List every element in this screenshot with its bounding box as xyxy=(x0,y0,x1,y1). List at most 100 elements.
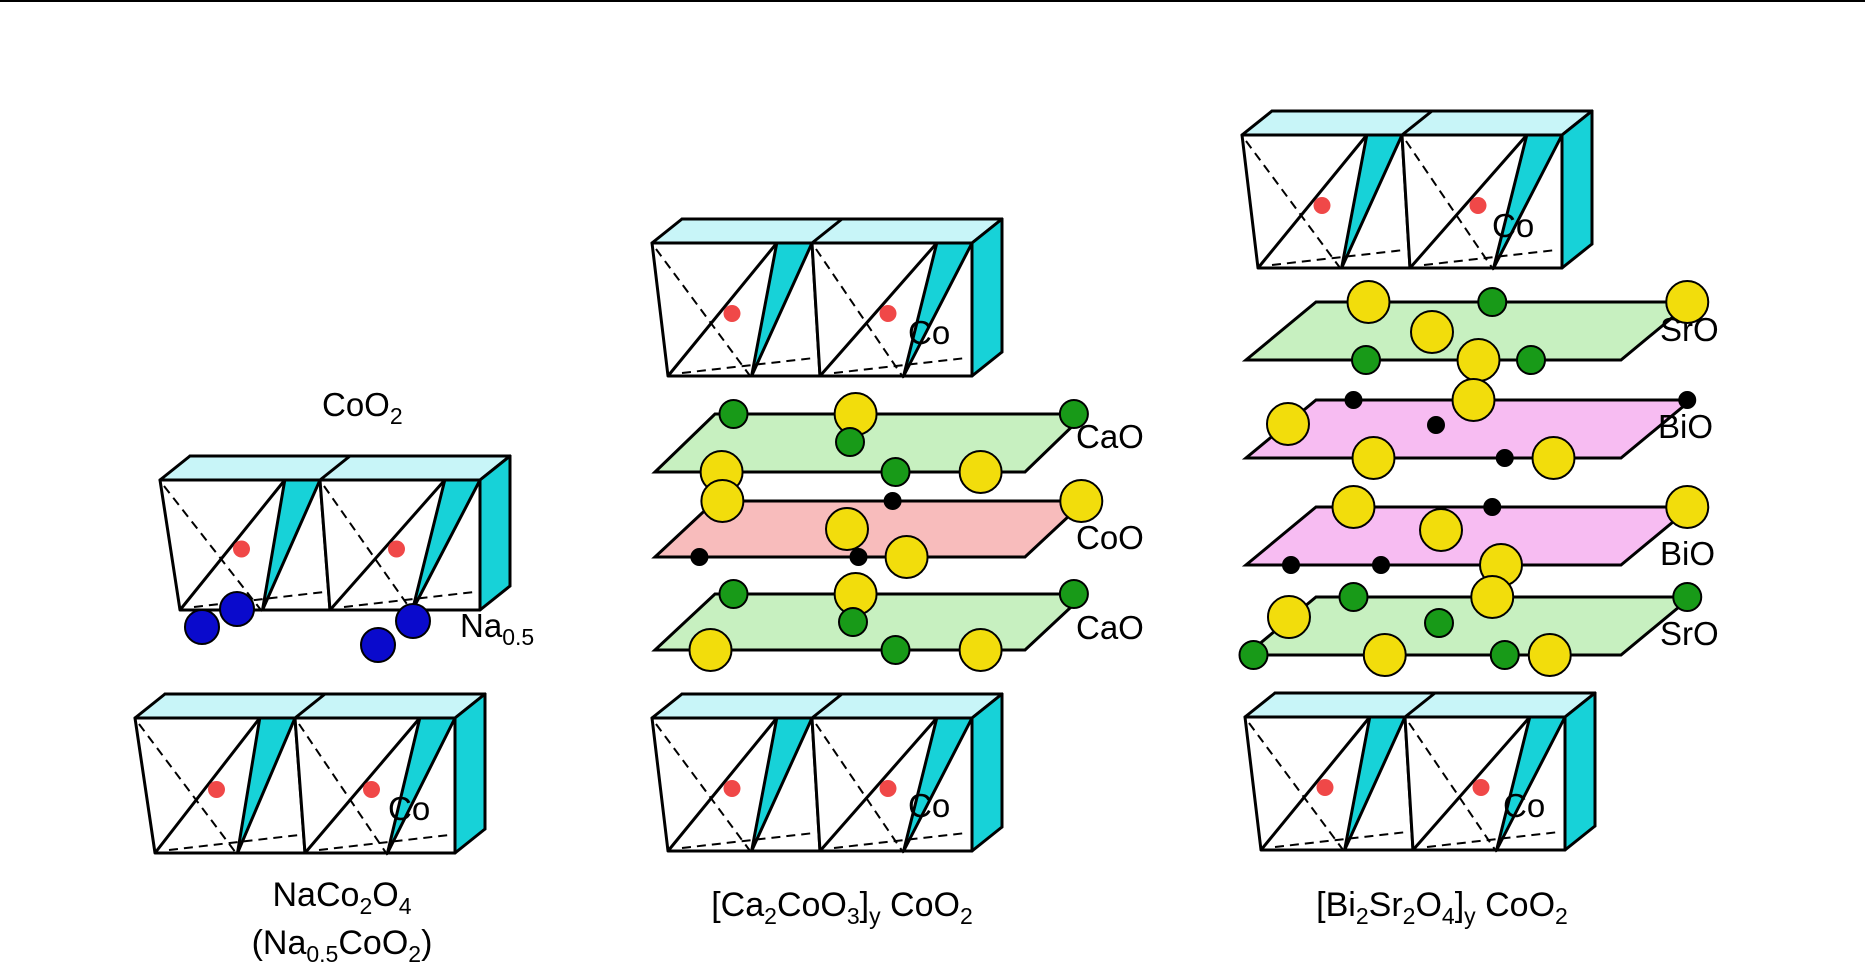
oxygen-atom xyxy=(825,507,869,551)
na-atom xyxy=(395,603,431,639)
octahedron-facet-1 xyxy=(1343,715,1407,852)
caption-s2: [Ca2CoO3]y CoO2 xyxy=(711,886,973,929)
octahedron-hidden-edge xyxy=(163,485,264,613)
octahedron-hidden-edge xyxy=(681,832,815,849)
bi-atom xyxy=(1678,391,1697,409)
layer-label-s2-2: CoO xyxy=(1076,519,1144,556)
co-atom xyxy=(208,781,225,798)
coo2-block-s3-bottom xyxy=(1243,691,1597,853)
layer-plane xyxy=(1241,595,1696,657)
oxygen-atom xyxy=(1451,378,1496,422)
oxygen-atom xyxy=(1470,575,1515,619)
octahedron-hidden-edge xyxy=(343,591,475,608)
na-label: Na0.5 xyxy=(460,607,534,650)
cation-atom xyxy=(1058,579,1089,609)
block-side-face xyxy=(1563,691,1597,852)
caption-s1-line1: NaCo2O4 xyxy=(273,876,412,919)
cation-atom xyxy=(880,457,911,487)
octahedron-edge-1 xyxy=(1256,134,1368,269)
octahedron-facet-1 xyxy=(1340,133,1404,270)
octahedron-hidden-edge xyxy=(815,248,905,379)
octahedron-hidden-edge xyxy=(193,591,325,608)
cation-atom xyxy=(1489,640,1520,670)
layer-label-s3-1: SrO xyxy=(1660,311,1719,348)
oxygen-atom xyxy=(958,628,1003,672)
oxygen-atom xyxy=(1346,280,1391,324)
bi-atom xyxy=(883,492,902,510)
layer-sro-2 xyxy=(1238,575,1703,677)
octahedron-edge-1 xyxy=(1259,716,1371,851)
octahedron-facet-1 xyxy=(750,716,814,853)
coo2-block-s3-top xyxy=(1240,109,1594,271)
cation-atom xyxy=(718,399,749,429)
bi-atom xyxy=(1282,556,1300,574)
octahedron-hidden-edge xyxy=(1426,831,1560,848)
octahedron-edge-1 xyxy=(178,479,286,611)
octahedron-hidden-edge xyxy=(655,723,753,854)
co-atom xyxy=(879,305,897,322)
oxygen-atom xyxy=(1665,280,1710,324)
octahedron-hidden-edge xyxy=(1274,831,1408,848)
block-top-edge xyxy=(319,454,351,482)
block-top-edge xyxy=(811,217,843,245)
coo2-block-s2-bottom xyxy=(650,692,1004,854)
oxygen-atom xyxy=(1362,633,1407,677)
oxygen-atom xyxy=(1531,436,1576,480)
octahedron-edge-1 xyxy=(666,717,778,852)
octahedron-edge-2 xyxy=(818,242,938,377)
co-label-s3-top: Co xyxy=(1492,207,1534,244)
co-atom xyxy=(363,781,380,798)
cation-atom xyxy=(1477,287,1508,317)
oxygen-atom xyxy=(1267,595,1311,639)
na-atom xyxy=(219,591,255,627)
coo2-block-s1-top xyxy=(158,454,512,613)
octahedron-hidden-edge xyxy=(1408,722,1498,853)
coo2-block-s1-bottom xyxy=(133,692,487,856)
co-atom xyxy=(1472,779,1490,796)
octahedron-hidden-edge xyxy=(833,357,967,374)
oxygen-atom xyxy=(1266,402,1310,446)
octahedron-facet-1 xyxy=(236,716,297,855)
octahedron-hidden-edge xyxy=(1405,140,1495,271)
octahedron-edge-2 xyxy=(303,717,421,854)
oxygen-atom xyxy=(1410,310,1454,354)
bi-atom xyxy=(1344,391,1363,409)
octahedron-hidden-edge xyxy=(1423,249,1557,266)
octahedron-facet-2 xyxy=(902,716,974,853)
octahedron-edge-1 xyxy=(153,717,261,854)
co-atom xyxy=(233,540,250,558)
layer-cao-2 xyxy=(651,572,1089,672)
layer-label-s3-2: BiO xyxy=(1658,408,1713,445)
bi-atom xyxy=(1495,449,1514,467)
coo2-label: CoO2 xyxy=(322,386,403,429)
octahedron-facet-2 xyxy=(1492,133,1564,270)
octahedron-facet-1 xyxy=(261,478,322,612)
oxygen-atom xyxy=(884,535,929,579)
octahedron-hidden-edge xyxy=(138,723,239,856)
octahedron-hidden-edge xyxy=(298,723,389,856)
oxygen-atom xyxy=(1059,479,1104,523)
bi-atom xyxy=(690,548,709,566)
oxygen-atom xyxy=(1351,436,1396,480)
layer-sro-1 xyxy=(1241,280,1710,382)
cation-atom xyxy=(880,635,911,665)
bi-atom xyxy=(849,548,868,566)
octahedron-hidden-edge xyxy=(323,485,414,613)
na-atom xyxy=(184,609,220,645)
oxygen-atom xyxy=(1527,633,1572,677)
oxygen-atom xyxy=(1331,485,1376,529)
co-atom xyxy=(1316,779,1334,796)
block-side-face xyxy=(453,692,487,855)
cation-atom xyxy=(1516,345,1546,375)
co-atom xyxy=(879,780,897,797)
cation-atom xyxy=(1424,608,1454,638)
layer-bio-2 xyxy=(1241,485,1710,587)
oxygen-atom xyxy=(700,479,745,523)
co-label-s2-bottom: Co xyxy=(908,787,950,824)
layer-plane xyxy=(1241,505,1696,567)
co-label-s2-top: Co xyxy=(908,314,950,351)
cation-atom xyxy=(718,579,749,609)
layer-cao-1 xyxy=(651,392,1089,494)
octahedron-hidden-edge xyxy=(1248,722,1346,853)
